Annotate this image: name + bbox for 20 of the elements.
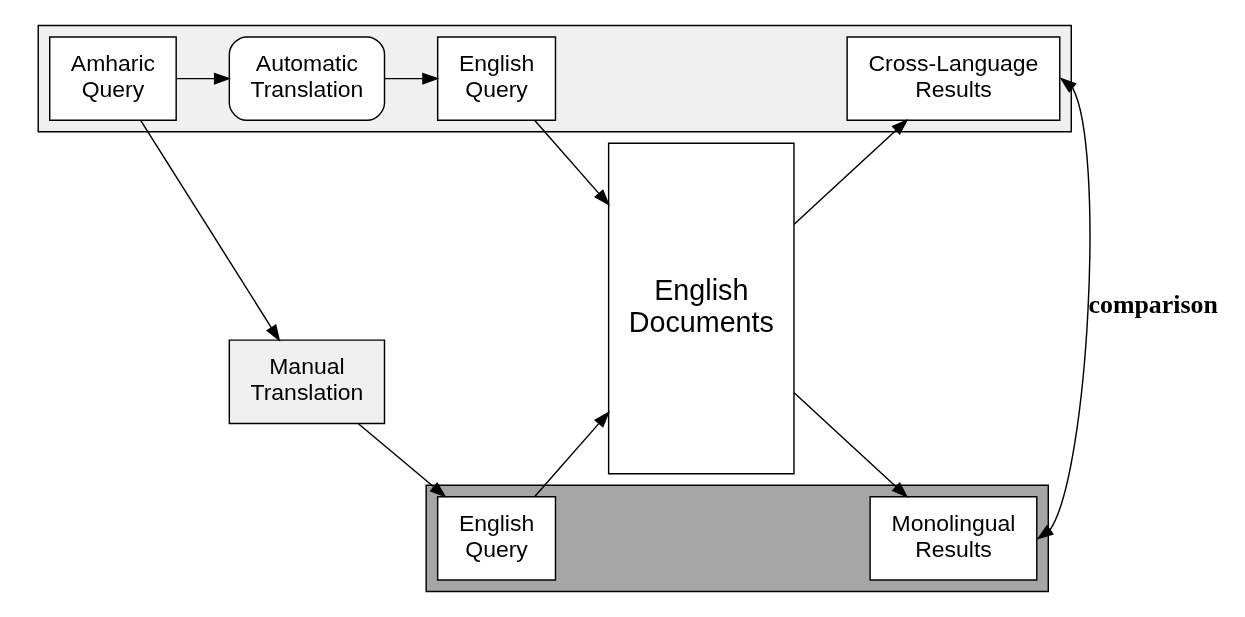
node-box: Manual Translation: [228, 339, 385, 425]
node-box: Cross-Language Results: [845, 36, 1060, 121]
arrow: [175, 72, 231, 85]
arrow: [533, 120, 610, 207]
node-box: Amharic Query: [48, 36, 177, 121]
cluster: [424, 484, 1049, 593]
edge-label: comparison: [1088, 290, 1218, 320]
node-box: English Query: [436, 496, 556, 581]
arrow: [139, 120, 280, 342]
node-box: English Documents: [607, 142, 795, 475]
arrow: [792, 392, 908, 499]
cluster: [37, 24, 1072, 133]
node-box: Monolingual Results: [868, 496, 1037, 581]
arrow: [1035, 77, 1090, 540]
arrow: [383, 72, 439, 85]
arrow: [533, 410, 610, 497]
node-box: Automatic Translation: [228, 36, 385, 121]
arrow: [357, 423, 447, 498]
node-box: English Query: [436, 36, 556, 121]
arrow: [792, 118, 908, 225]
